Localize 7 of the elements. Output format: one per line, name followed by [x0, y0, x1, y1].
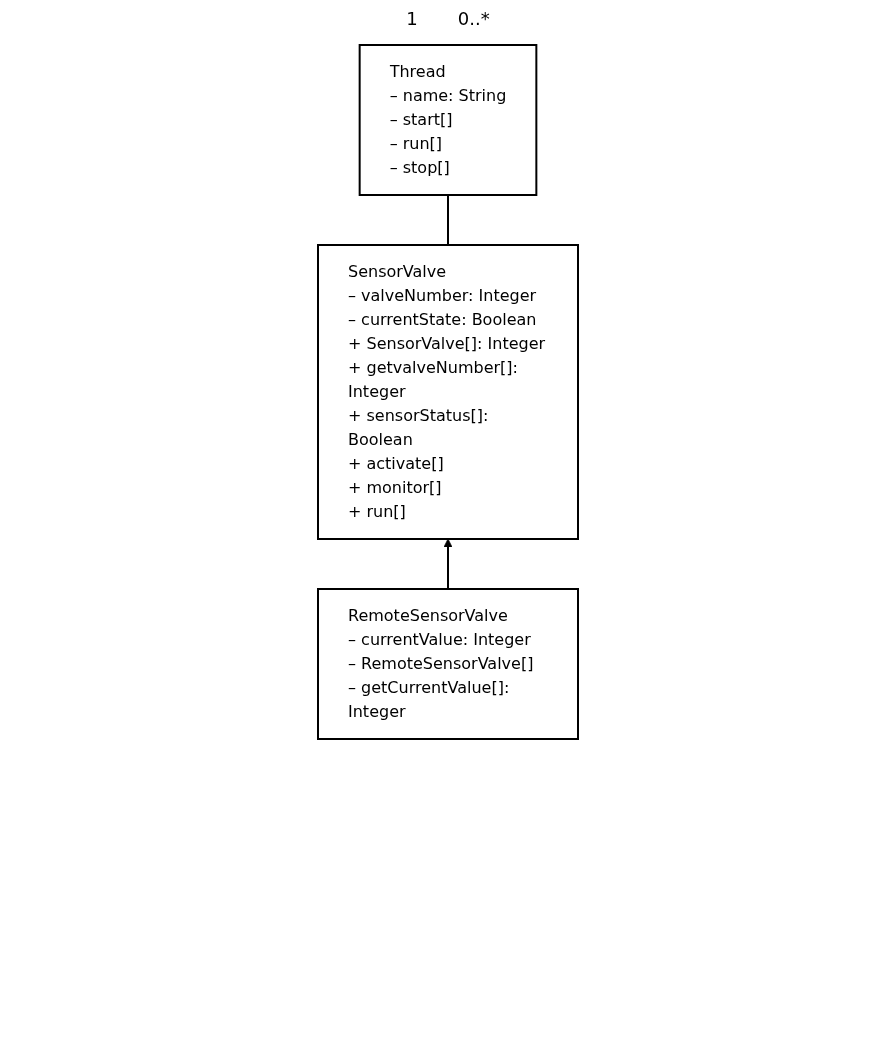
- node-box: SensorValve – valveNumber: Integer – currentState: Boolean + SensorValve[]: Integer + getvalveNumber[]: Integer + sensorStatus[]: Boolean + activate[] + monitor[] + run[]: [317, 244, 579, 540]
- node-box: Thread – name: String – start[] – run[] – stop[]: [358, 44, 538, 196]
- node-box: RemoteSensorValve – currentValue: Integer – RemoteSensorValve[] – getCurrentValue[]: Integer: [317, 588, 579, 740]
- multiplicity-label: 1: [406, 8, 418, 29]
- multiplicity-label: 0..*: [457, 8, 490, 29]
- connector: [447, 194, 449, 246]
- arrow: [443, 538, 453, 590]
